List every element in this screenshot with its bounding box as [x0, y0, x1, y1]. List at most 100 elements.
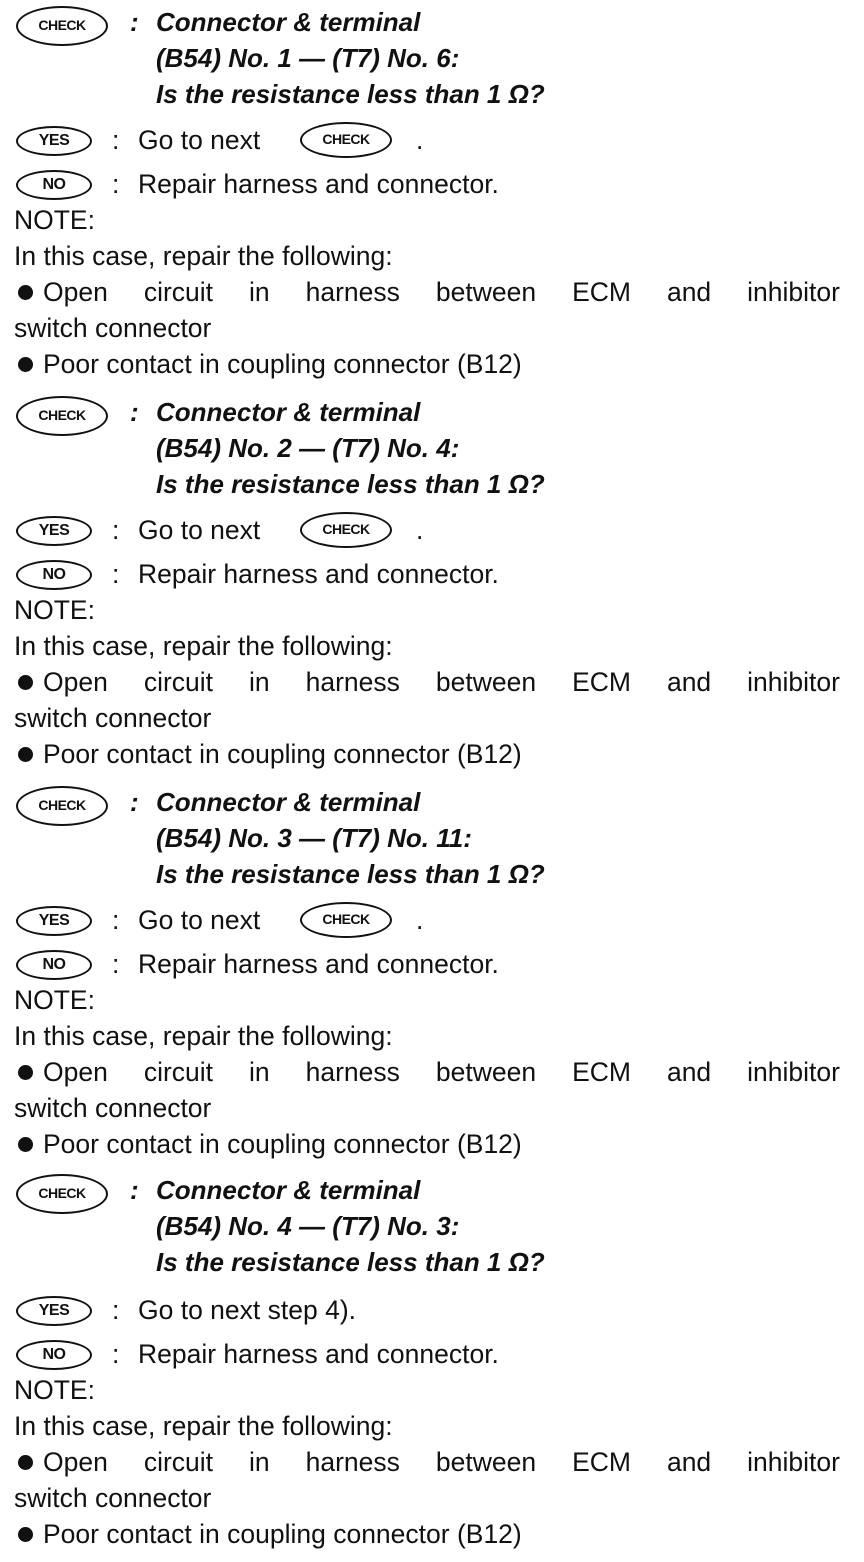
bullet-item: Poor contact in coupling connector (B12) — [14, 1518, 522, 1550]
bullet-dot-icon — [18, 356, 33, 372]
bullet-word: ECM — [572, 667, 631, 697]
bullet-word: ECM — [572, 1057, 631, 1087]
check-icon: CHECK — [16, 6, 108, 46]
bullet-word: circuit — [143, 277, 214, 307]
check-icon: CHECK — [16, 396, 108, 436]
yes-colon: : — [112, 1295, 120, 1325]
check-section: CHECK: Connector & terminal (B54) No. 3 — … — [0, 782, 864, 1174]
bullet-word: in — [249, 1057, 270, 1087]
bullet-text: Poor contact in coupling connector (B12) — [43, 349, 522, 379]
check-question: Is the resistance less than 1 Ω? — [156, 79, 545, 109]
yes-icon: YES — [16, 516, 92, 546]
check-icon: CHECK — [16, 1174, 108, 1214]
bullet-continuation: switch connector — [14, 703, 212, 733]
check-colon: : — [130, 397, 139, 427]
no-icon: NO — [16, 1340, 92, 1370]
bullet-word: circuit — [143, 1057, 214, 1087]
no-icon: NO — [16, 170, 92, 200]
bullet-dot-icon — [18, 1526, 33, 1542]
bullet-continuation: switch connector — [14, 1483, 212, 1513]
no-text: Repair harness and connector. — [138, 949, 499, 979]
next-check-icon: CHECK — [300, 902, 392, 938]
bullet-word: harness — [305, 1057, 400, 1087]
no-colon: : — [112, 1339, 120, 1369]
note-label: NOTE: — [14, 205, 95, 235]
note-label: NOTE: — [14, 595, 95, 625]
bullet-row: Open circuit in harness between ECM and inhibit… — [14, 1056, 840, 1088]
yes-text: Go to next — [138, 905, 261, 935]
bullet-word: harness — [305, 277, 400, 307]
bullet-word: and — [666, 1057, 712, 1087]
bullet-word: between — [435, 1447, 537, 1477]
bullet-word: harness — [305, 1447, 400, 1477]
bullet-word: Open — [43, 277, 108, 307]
check-title: Connector & terminal — [156, 7, 421, 37]
check-colon: : — [130, 1175, 139, 1205]
bullet-dot-icon — [18, 1136, 33, 1152]
bullet-word: ECM — [572, 277, 631, 307]
check-section: CHECK:Connector & terminal(B54) No. 1 — … — [0, 2, 864, 394]
note-intro: In this case, repair the following: — [14, 241, 393, 271]
bullet-item: Poor contact in coupling connector (B12) — [14, 1128, 522, 1160]
yes-suffix: . — [416, 515, 424, 545]
bullet-word: Open — [43, 1057, 108, 1087]
no-colon: : — [112, 559, 120, 589]
bullet-dot-icon — [18, 284, 33, 300]
yes-icon: YES — [16, 906, 92, 936]
bullet-word: ECM — [572, 1447, 631, 1477]
note-intro: In this case, repair the following: — [14, 1021, 393, 1051]
note-label: NOTE: — [14, 1375, 95, 1405]
check-terminals: (B54) No. 3 — (T7) No. 11: — [156, 823, 472, 853]
check-terminals: (B54) No. 2 — (T7) No. 4: — [156, 433, 460, 463]
bullet-word: between — [435, 1057, 537, 1087]
check-question: Is the resistance less than 1 Ω? — [156, 859, 545, 889]
yes-text: Go to next — [138, 125, 261, 155]
yes-icon: YES — [16, 126, 92, 156]
bullet-dot-icon — [18, 1064, 33, 1080]
bullet-first: Open — [14, 1446, 108, 1478]
check-terminals: (B54) No. 4 — (T7) No. 3: — [156, 1211, 460, 1241]
no-icon: NO — [16, 560, 92, 590]
bullet-word: harness — [305, 667, 400, 697]
bullet-item: Poor contact in coupling connector (B12) — [14, 348, 522, 380]
bullet-text: Poor contact in coupling connector (B12) — [43, 1129, 522, 1159]
bullet-word: inhibitor — [747, 1057, 840, 1087]
yes-icon: YES — [16, 1296, 92, 1326]
no-text: Repair harness and connector. — [138, 1339, 499, 1369]
next-check-icon: CHECK — [300, 122, 392, 158]
yes-suffix: . — [416, 125, 424, 155]
bullet-word: circuit — [143, 1447, 214, 1477]
yes-colon: : — [112, 125, 120, 155]
check-question: Is the resistance less than 1 Ω? — [156, 1247, 545, 1277]
yes-colon: : — [112, 905, 120, 935]
yes-text: Go to next — [138, 515, 261, 545]
no-text: Repair harness and connector. — [138, 169, 499, 199]
yes-text: Go to next step 4). — [138, 1295, 357, 1325]
yes-suffix: . — [416, 905, 424, 935]
bullet-word: and — [666, 277, 712, 307]
bullet-first: Open — [14, 1056, 108, 1088]
bullet-word: circuit — [143, 667, 214, 697]
check-title: Connector & terminal — [156, 397, 421, 427]
bullet-text: Poor contact in coupling connector (B12) — [43, 1519, 522, 1549]
bullet-word: inhibitor — [747, 667, 840, 697]
check-question: Is the resistance less than 1 Ω? — [156, 469, 545, 499]
no-icon: NO — [16, 950, 92, 980]
bullet-word: inhibitor — [747, 1447, 840, 1477]
no-colon: : — [112, 949, 120, 979]
check-colon: : — [130, 7, 139, 37]
note-intro: In this case, repair the following: — [14, 1411, 393, 1441]
bullet-item: Open circuit in harness between ECM and inhibit… — [14, 1056, 840, 1088]
check-title: Connector & terminal — [156, 1175, 421, 1205]
check-title: Connector & terminal — [156, 787, 421, 817]
next-check-icon: CHECK — [300, 512, 392, 548]
bullet-word: and — [666, 1447, 712, 1477]
bullet-continuation: switch connector — [14, 1093, 212, 1123]
bullet-first: Open — [14, 666, 108, 698]
bullet-item: Poor contact in coupling connector (B12) — [14, 738, 522, 770]
bullet-word: and — [666, 667, 712, 697]
